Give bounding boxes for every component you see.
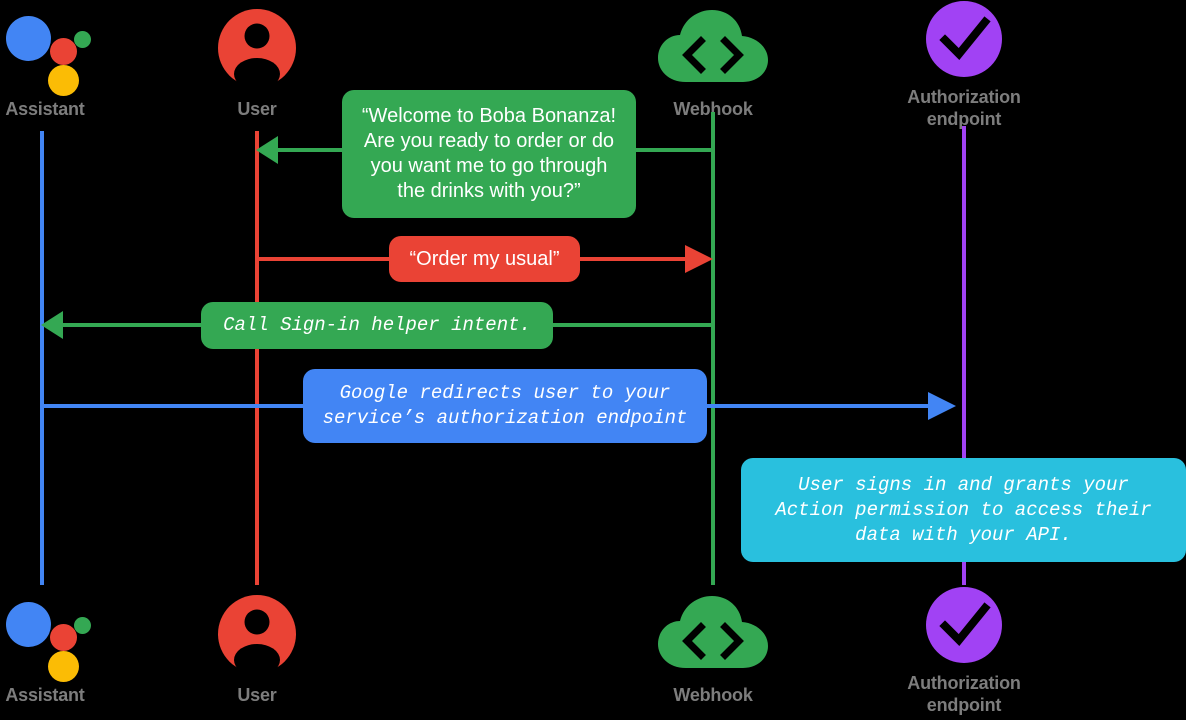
user-avatar-glyph — [218, 9, 296, 90]
message-grant-line1: User signs in and grants your — [798, 473, 1129, 496]
purple-check-circle-icon-bottom — [925, 586, 1003, 664]
purple-check-circle-icon — [925, 0, 1003, 78]
assistant-dot-blue — [6, 16, 51, 61]
user-avatar-glyph-bottom — [218, 595, 296, 676]
cloud-code-icon — [655, 8, 771, 88]
message-welcome-line1: “Welcome to Boba Bonanza! — [361, 105, 617, 127]
message-bubble-grant: User signs in and grants your Action per… — [741, 458, 1186, 562]
actor-label-auth-bottom-line2: endpoint — [926, 695, 1002, 715]
arrow-head-welcome — [256, 136, 278, 164]
arrow-head-redirect — [928, 392, 956, 420]
cloud-code-glyph-bottom — [658, 596, 768, 668]
actor-label-auth: Authorization endpoint — [879, 86, 1049, 130]
assistant-dot-yellow — [48, 65, 79, 96]
message-bubble-signin: Call Sign-in helper intent. — [201, 302, 553, 349]
message-redirect-line2: service’s authorization endpoint — [322, 407, 688, 429]
actor-label-assistant-bottom: Assistant — [5, 685, 85, 705]
arrow-head-order — [685, 245, 713, 273]
arrow-head-signin — [41, 311, 63, 339]
user-avatar-icon-bottom — [214, 594, 300, 676]
message-order-line1: “Order my usual” — [409, 247, 560, 270]
assistant-dot-green-bottom — [74, 617, 91, 634]
message-welcome-line3: you want me to go through — [370, 155, 608, 177]
cloud-code-icon-bottom — [655, 594, 771, 674]
actor-label-webhook: Webhook — [673, 99, 753, 119]
assistant-dot-green — [74, 31, 91, 48]
message-bubble-redirect: Google redirects user to your service’s … — [303, 369, 707, 443]
message-welcome-line4: the drinks with you?” — [397, 180, 581, 202]
actor-label-auth-line2: endpoint — [926, 109, 1002, 129]
message-bubble-order: “Order my usual” — [389, 236, 580, 282]
assistant-dot-red-bottom — [50, 624, 77, 651]
actor-label-user: User — [237, 99, 277, 119]
actor-label-webhook-bottom: Webhook — [673, 685, 753, 705]
message-bubble-welcome: “Welcome to Boba Bonanza! Are you ready … — [342, 90, 636, 218]
message-grant-line2: Action permission to access their — [775, 498, 1152, 521]
message-grant-line3: data with your API. — [855, 523, 1072, 546]
message-redirect-line1: Google redirects user to your — [339, 382, 671, 404]
google-assistant-icon-bottom — [0, 594, 91, 682]
message-welcome-line2: Are you ready to order or do — [363, 130, 615, 152]
user-avatar-icon — [214, 8, 300, 90]
check-circle-glyph-bottom — [926, 587, 1002, 663]
lifeline-webhook — [711, 112, 715, 585]
actor-label-auth-line1: Authorization — [907, 87, 1021, 107]
cloud-code-glyph — [658, 10, 768, 82]
actor-label-auth-bottom-line1: Authorization — [907, 673, 1021, 693]
assistant-dot-red — [50, 38, 77, 65]
assistant-dot-blue-bottom — [6, 602, 51, 647]
actor-label-user-bottom: User — [237, 685, 277, 705]
lifeline-auth — [962, 126, 966, 585]
actor-label-assistant: Assistant — [5, 99, 85, 119]
message-signin-line1: Call Sign-in helper intent. — [223, 314, 531, 336]
lifeline-assistant — [40, 131, 44, 585]
lifeline-user — [255, 131, 259, 585]
check-circle-glyph — [926, 1, 1002, 77]
actor-label-auth-bottom: Authorization endpoint — [879, 672, 1049, 716]
assistant-dot-yellow-bottom — [48, 651, 79, 682]
google-assistant-icon — [0, 8, 91, 96]
